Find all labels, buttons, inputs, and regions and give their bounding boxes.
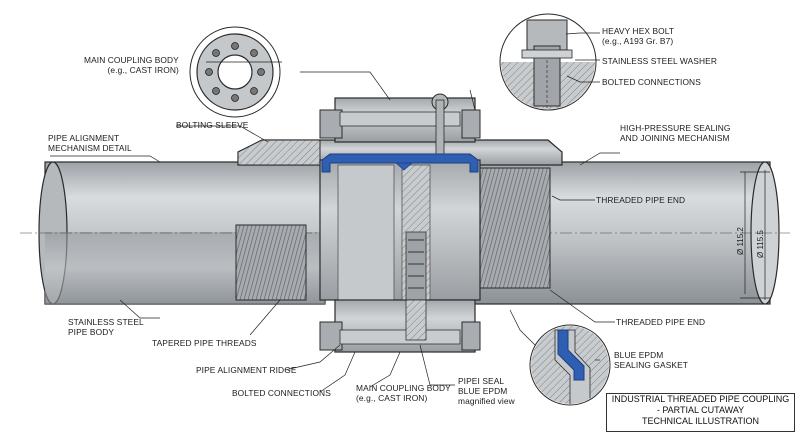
coupling-body xyxy=(237,139,563,301)
title-block: INDUSTRIAL THREADED PIPE COUPLING - PART… xyxy=(606,393,795,432)
dimension-inner: Ø 115.2 xyxy=(736,227,745,255)
dimension-outer: Ø 115.5 xyxy=(756,230,765,258)
label-stainless-pipe-body: STAINLESS STEEL PIPE BODY xyxy=(68,317,144,337)
label-high-pressure-sealing: HIGH-PRESSURE SEALING AND JOINING MECHAN… xyxy=(620,123,731,143)
label-bolted-connections-top: BOLTED CONNECTIONS xyxy=(602,77,701,87)
label-stainless-washer: STAINLESS STEEL WASHER xyxy=(602,56,717,66)
label-pipe-alignment-mechanism: PIPE ALIGNMENT MECHANISM DETAIL xyxy=(48,133,132,153)
label-threaded-pipe-end-bottom: THREADED PIPE END xyxy=(616,317,706,327)
bolt-inset xyxy=(499,13,597,111)
bottom-flange xyxy=(319,299,481,353)
label-threaded-pipe-end-top: THREADED PIPE END xyxy=(596,195,686,205)
label-heavy-hex-bolt: HEAVY HEX BOLT (e.g., A193 Gr. B7) xyxy=(602,26,675,46)
label-main-coupling-body-bottom: MAIN COUPLING BODY (e.g., CAST IRON) xyxy=(356,383,451,403)
coupling-ring-inset xyxy=(189,26,281,118)
label-alignment-ridge: PIPE ALIGNMENT RIDGE xyxy=(196,365,297,375)
label-bolting-sleeve: BOLTING SLEEVE xyxy=(176,120,249,130)
left-thread xyxy=(235,224,307,301)
dimension-lines xyxy=(740,170,770,300)
label-main-coupling-body-top: MAIN COUPLING BODY (e.g., CAST IRON) xyxy=(84,55,179,75)
label-blue-epdm-gasket: BLUE EPDM SEALING GASKET xyxy=(614,350,689,370)
label-bolted-connections-bottom: BOLTED CONNECTIONS xyxy=(232,388,331,398)
gasket-magnified-inset xyxy=(529,324,611,406)
label-pipe-seal: PIPEI SEAL BLUE EPDM magnified view xyxy=(458,376,515,406)
top-flange xyxy=(319,93,481,156)
gasket-tab xyxy=(394,162,414,171)
label-tapered-threads: TAPERED PIPE THREADS xyxy=(152,338,257,348)
right-thread xyxy=(474,167,551,289)
leader-lines xyxy=(50,32,620,393)
